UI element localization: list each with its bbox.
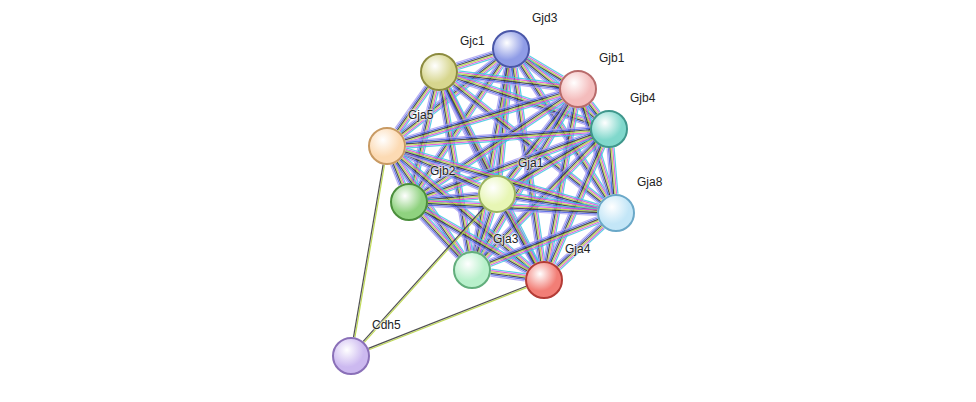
protein-label: Gja4	[565, 242, 590, 256]
protein-label: Gja8	[637, 175, 662, 189]
evidence-line	[557, 225, 601, 266]
evidence-line	[396, 86, 426, 129]
evidence-line	[355, 165, 385, 338]
evidence-line	[456, 53, 492, 64]
evidence-line	[490, 276, 524, 281]
protein-node: Gjc1	[420, 53, 458, 91]
evidence-line	[556, 224, 600, 265]
evidence-line	[406, 128, 590, 142]
evidence-line	[607, 148, 611, 194]
evidence-line	[508, 104, 566, 179]
evidence-line	[490, 222, 599, 265]
protein-node: Gja4	[525, 261, 563, 299]
protein-node: Gjd3	[492, 30, 530, 68]
protein-label: Gja5	[408, 108, 433, 122]
evidence-line	[490, 221, 599, 264]
protein-label: Gjd3	[532, 11, 557, 25]
protein-node: Gjb2	[390, 183, 428, 221]
interaction-edge	[354, 165, 385, 338]
evidence-line	[395, 86, 425, 129]
protein-node: Cdh5	[332, 337, 370, 375]
interaction-edge	[419, 214, 461, 259]
protein-label: Gjb2	[430, 164, 455, 178]
interaction-edge	[490, 269, 525, 281]
interaction-edge	[368, 286, 526, 349]
evidence-line	[369, 288, 527, 350]
evidence-line	[368, 286, 526, 348]
evidence-line	[428, 207, 597, 216]
evidence-line	[589, 104, 597, 114]
evidence-line	[491, 223, 600, 266]
evidence-line	[406, 134, 590, 148]
evidence-line	[406, 133, 590, 147]
protein-node: Gja1	[478, 175, 516, 213]
evidence-line	[559, 227, 603, 268]
protein-label: Gjb1	[599, 51, 624, 65]
evidence-line	[489, 218, 598, 261]
evidence-line	[488, 217, 597, 260]
evidence-line	[354, 165, 384, 338]
protein-label: Gjb4	[630, 91, 655, 105]
protein-label: Gjc1	[460, 34, 485, 48]
evidence-line	[558, 226, 602, 267]
interaction-edge	[456, 51, 494, 69]
protein-label: Gja3	[493, 232, 518, 246]
protein-label: Cdh5	[372, 318, 401, 332]
evidence-line	[456, 51, 492, 62]
evidence-line	[556, 223, 600, 264]
evidence-line	[406, 127, 590, 141]
protein-node: Gjb1	[559, 70, 597, 108]
evidence-line	[428, 205, 597, 214]
protein-node: Gja3	[453, 251, 491, 289]
protein-node: Gja5	[368, 127, 406, 165]
protein-node: Gjb4	[590, 110, 628, 148]
protein-label: Gja1	[518, 156, 543, 170]
protein-node: Gja8	[597, 194, 635, 232]
interaction-edge	[607, 148, 618, 195]
evidence-line	[560, 229, 604, 270]
evidence-line	[428, 192, 478, 197]
interaction-edge	[556, 223, 605, 269]
